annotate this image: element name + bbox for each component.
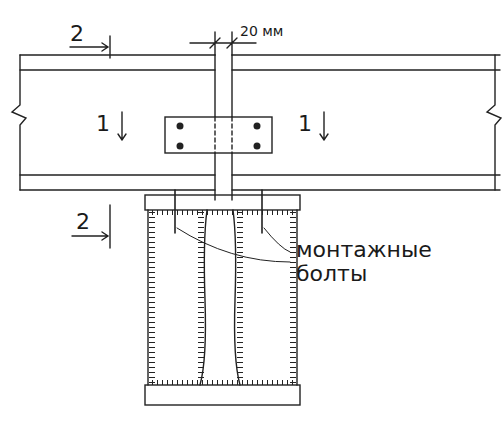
bolt [177,143,184,150]
bolt [254,123,261,130]
section-arrow [118,112,328,140]
cap-plate [145,195,300,210]
column-flange [148,210,297,385]
weld [237,212,243,382]
column-web [200,210,240,385]
break-mark [487,55,501,190]
leader-line [177,228,290,262]
weld [148,380,297,385]
break-mark [12,55,26,190]
hidden-line [215,117,232,153]
base-plate [145,385,300,405]
dimension-label: 20 мм [240,24,283,39]
section-line [109,36,110,248]
section-number: 1 [96,112,110,136]
section-number: 2 [70,22,84,46]
weld [149,210,155,385]
callout-text: монтажные болты [296,238,456,286]
bolt [254,143,261,150]
section-number: 2 [76,210,90,234]
weld [148,210,297,215]
bolt-group [177,123,261,150]
weld [290,210,296,385]
section-arrow [70,43,108,240]
bolt [177,123,184,130]
weld [198,212,204,382]
splice-plate [165,117,272,153]
section-number: 1 [298,112,312,136]
